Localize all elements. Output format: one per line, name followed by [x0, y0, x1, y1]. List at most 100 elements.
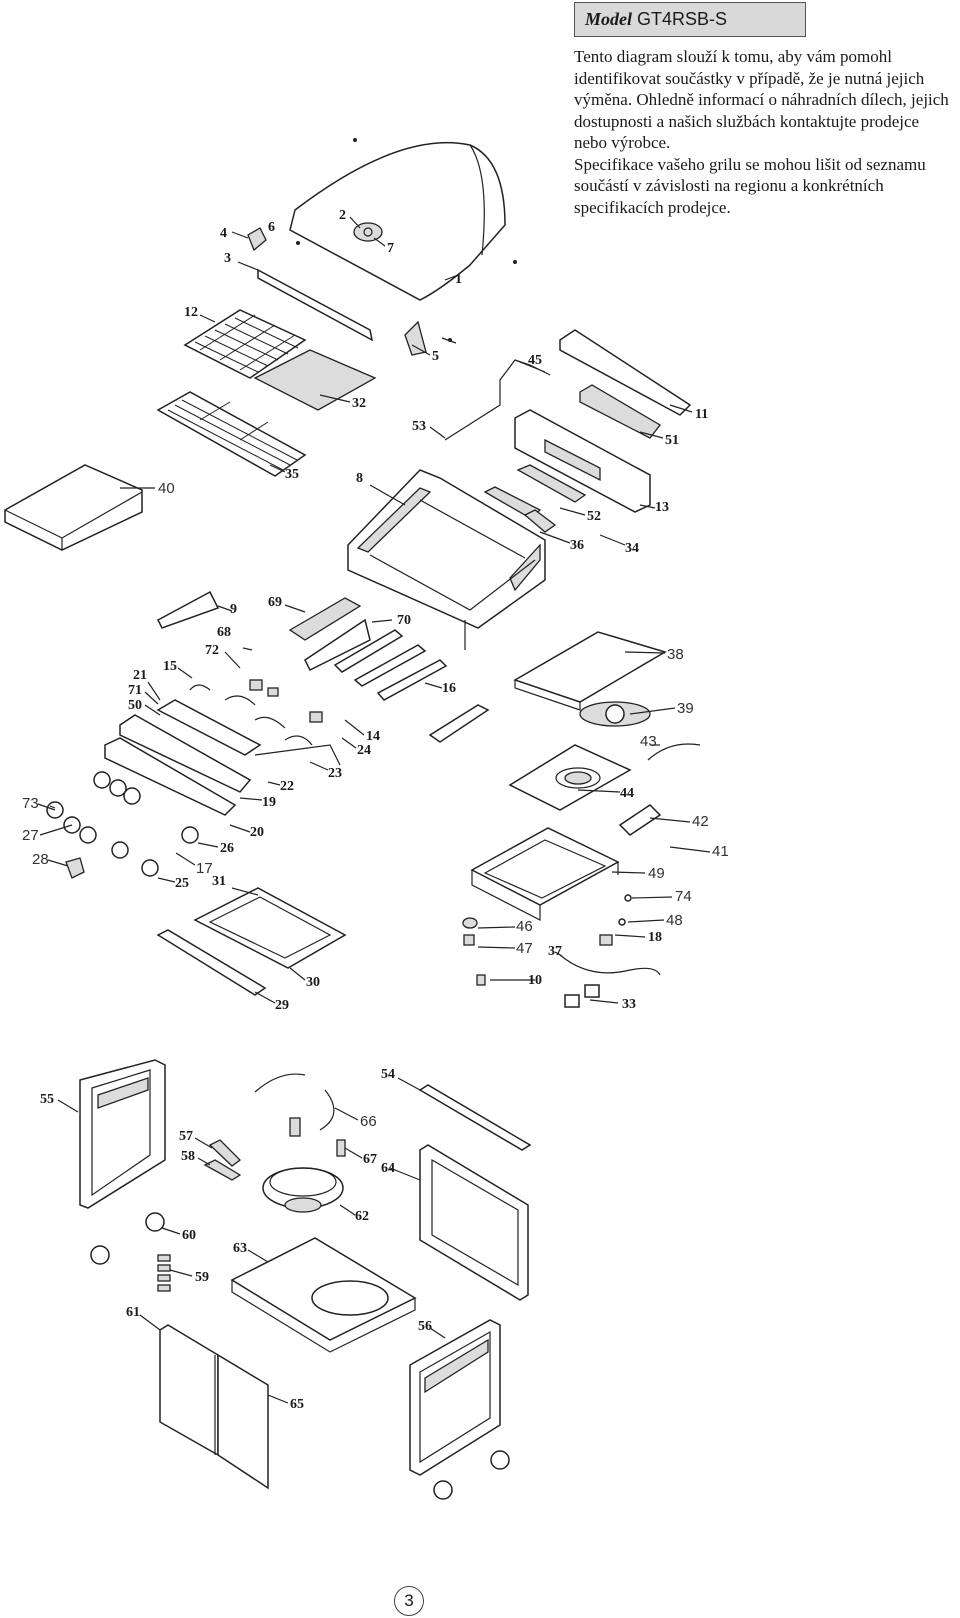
cart-side-panel-left: [79, 1059, 166, 1209]
burners: [288, 597, 448, 701]
part-label-26: 26: [220, 841, 234, 856]
part-label-65: 65: [290, 1397, 304, 1412]
part-label-45: 45: [528, 353, 542, 368]
part-label-21: 21: [133, 668, 147, 683]
part-label-47: 47: [516, 940, 533, 957]
part-label-25: 25: [175, 876, 189, 891]
part-label-67: 67: [363, 1152, 377, 1167]
cooking-grates: [156, 309, 377, 477]
part-label-61: 61: [126, 1305, 140, 1320]
part-label-49: 49: [648, 865, 665, 882]
part-label-19: 19: [262, 795, 276, 810]
model-label: Model: [585, 9, 632, 29]
cart-back-frame: [419, 1144, 529, 1301]
control-knobs: [46, 801, 159, 879]
part-label-51: 51: [665, 433, 679, 448]
part-label-14: 14: [366, 729, 380, 744]
part-label-39: 39: [677, 700, 694, 717]
crossover-wire: [444, 359, 551, 441]
part-label-10: 10: [528, 973, 542, 988]
part-label-5: 5: [432, 349, 439, 364]
part-label-11: 11: [695, 407, 708, 422]
part-label-8: 8: [356, 471, 363, 486]
part-label-9: 9: [230, 602, 237, 617]
part-label-15: 15: [163, 659, 177, 674]
part-label-37: 37: [548, 944, 562, 959]
drip-tray: [156, 887, 347, 996]
part-label-58: 58: [181, 1149, 195, 1164]
side-burner-box: [470, 827, 620, 921]
intro-text: Tento diagram slouží k tomu, aby vám pom…: [574, 46, 954, 218]
heat-shield-right: [428, 704, 490, 743]
part-label-52: 52: [587, 509, 601, 524]
part-label-6: 6: [268, 220, 275, 235]
side-burner-assembly: [508, 631, 701, 836]
part-label-22: 22: [280, 779, 294, 794]
part-label-34: 34: [625, 541, 639, 556]
part-label-62: 62: [355, 1209, 369, 1224]
part-label-27: 27: [22, 827, 39, 844]
part-label-35: 35: [285, 467, 299, 482]
part-label-30: 30: [306, 975, 320, 990]
part-number-labels: 1234567891011121314151617181920212223242…: [22, 208, 729, 1412]
small-hardware: [462, 894, 661, 1008]
model-header: Model GT4RSB-S: [574, 2, 806, 37]
part-label-1: 1: [455, 272, 462, 287]
part-label-40: 40: [158, 480, 175, 497]
heat-shield-left: [157, 590, 220, 629]
part-label-66: 66: [360, 1113, 377, 1130]
part-label-74: 74: [675, 888, 692, 905]
bracket-58: [203, 1159, 242, 1181]
part-label-60: 60: [182, 1228, 196, 1243]
part-label-38: 38: [667, 646, 684, 663]
casters: [90, 1212, 510, 1500]
intro-paragraph-1: Tento diagram slouží k tomu, aby vám pom…: [574, 47, 949, 152]
part-label-32: 32: [352, 396, 366, 411]
control-panel: [93, 699, 341, 844]
page-number: 3: [394, 1586, 424, 1616]
part-label-3: 3: [224, 251, 231, 266]
part-label-23: 23: [328, 766, 342, 781]
part-label-33: 33: [622, 997, 636, 1012]
side-shelf-left: [4, 464, 143, 551]
part-label-54: 54: [381, 1067, 395, 1082]
part-label-63: 63: [233, 1241, 247, 1256]
part-label-31: 31: [212, 874, 226, 889]
part-label-18: 18: [648, 930, 662, 945]
part-label-72: 72: [205, 643, 219, 658]
part-label-46: 46: [516, 918, 533, 935]
part-label-17: 17: [196, 860, 213, 877]
part-label-53: 53: [412, 419, 426, 434]
tank-support-ring: [254, 1073, 346, 1213]
leader-lines: [37, 216, 711, 1404]
part-label-64: 64: [381, 1161, 395, 1176]
part-label-2: 2: [339, 208, 346, 223]
part-label-29: 29: [275, 998, 289, 1013]
part-label-13: 13: [655, 500, 669, 515]
part-label-4: 4: [220, 226, 227, 241]
part-label-56: 56: [418, 1319, 432, 1334]
lid-part: [289, 138, 517, 301]
cart-side-panel-right: [409, 1319, 501, 1476]
firebox-part: [347, 469, 546, 650]
bracket-57: [208, 1139, 241, 1167]
rear-rail: [418, 1084, 532, 1151]
handle-part: [247, 227, 452, 356]
part-label-70: 70: [397, 613, 411, 628]
intro-paragraph-2: Specifikace vašeho grilu se mohou lišit …: [574, 154, 926, 217]
part-label-36: 36: [570, 538, 584, 553]
part-label-16: 16: [442, 681, 456, 696]
part-label-41: 41: [712, 843, 729, 860]
part-label-57: 57: [179, 1129, 193, 1144]
part-label-12: 12: [184, 305, 198, 320]
bottom-shelf: [230, 1237, 417, 1353]
part-label-69: 69: [268, 595, 282, 610]
part-label-42: 42: [692, 813, 709, 830]
part-label-48: 48: [666, 912, 683, 929]
rear-panels: [483, 329, 692, 533]
part-label-50: 50: [128, 698, 142, 713]
part-label-68: 68: [217, 625, 231, 640]
part-label-28: 28: [32, 851, 49, 868]
part-label-7: 7: [387, 241, 394, 256]
